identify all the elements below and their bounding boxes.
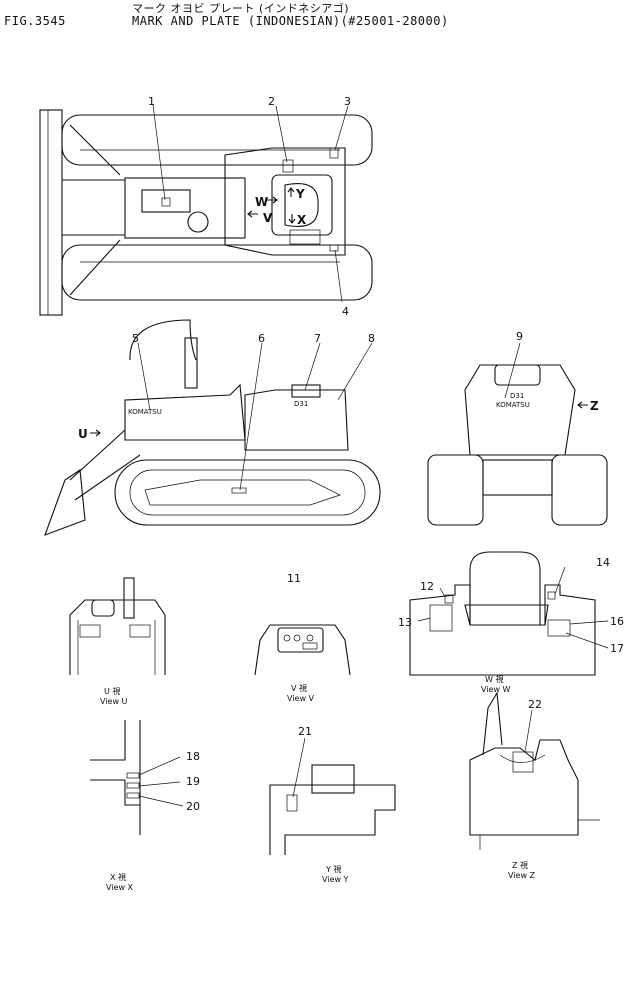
view-x-detail xyxy=(90,720,184,835)
view-x-outline xyxy=(90,720,141,835)
callout-11: 11 xyxy=(287,572,301,585)
view-y-detail xyxy=(269,737,396,855)
blade-top xyxy=(39,109,63,316)
rear-track-right xyxy=(551,454,608,526)
view-w-outline xyxy=(409,584,596,676)
mark-13-position xyxy=(429,604,453,632)
view-z-detail xyxy=(469,691,600,850)
view-y-jp: Y 視 xyxy=(325,865,341,874)
view-w-detail xyxy=(409,551,609,676)
arrow-z-label: Z xyxy=(590,399,599,413)
mark-18-position xyxy=(126,772,140,779)
mark-4-position xyxy=(329,244,339,252)
callout-2: 2 xyxy=(268,95,275,108)
mark-21-position xyxy=(286,794,298,812)
arrow-x-label: X xyxy=(297,213,307,227)
callout-16: 16 xyxy=(610,615,624,628)
arrow-w-icon xyxy=(267,196,278,204)
callout-4: 4 xyxy=(342,305,349,318)
cab-side xyxy=(244,389,349,451)
callout-6: 6 xyxy=(258,332,265,345)
view-u-en: View U xyxy=(100,697,128,706)
view-x-jp: X 視 xyxy=(110,873,126,882)
rear-model: D31 xyxy=(510,392,524,400)
rear-view: D31 KOMATSU Z xyxy=(427,342,608,526)
engine-hood-side xyxy=(124,383,246,441)
view-v-en: View V xyxy=(287,694,315,703)
callout-14: 14 xyxy=(596,556,610,569)
callout-8: 8 xyxy=(368,332,375,345)
blade-side xyxy=(44,469,86,536)
view-x-en: View X xyxy=(106,883,134,892)
rear-brand: KOMATSU xyxy=(496,401,530,409)
rear-track-left xyxy=(427,454,484,526)
callout-18: 18 xyxy=(186,750,200,763)
track-lower xyxy=(61,244,373,301)
seat-back xyxy=(469,551,541,625)
callout-17: 17 xyxy=(610,642,624,655)
view-y-outline xyxy=(269,784,396,855)
view-w-en: View W xyxy=(481,685,511,694)
arrow-z-icon xyxy=(577,401,588,409)
mark-20-position xyxy=(126,792,140,799)
mark-3-position xyxy=(329,147,339,159)
engine-hood-top xyxy=(124,177,246,239)
mark-14-position xyxy=(547,591,556,600)
filler-cap xyxy=(187,211,209,233)
arrow-v-icon xyxy=(247,210,258,218)
side-brand: KOMATSU xyxy=(128,408,162,416)
track-upper xyxy=(61,114,373,166)
title-english: MARK AND PLATE (INDONESIAN)(#25001-28000… xyxy=(132,14,449,28)
view-y-en: View Y xyxy=(322,875,349,884)
view-u-detail xyxy=(69,577,166,675)
view-v-jp: V 視 xyxy=(291,684,307,693)
view-z-jp: Z 視 xyxy=(512,861,528,870)
arrow-y-icon xyxy=(287,187,295,197)
view-u-outline xyxy=(69,599,166,675)
callout-13: 13 xyxy=(398,616,412,629)
callout-5: 5 xyxy=(132,332,139,345)
callout-19: 19 xyxy=(186,775,200,788)
callout-22: 22 xyxy=(528,698,542,711)
arrow-x-icon xyxy=(288,214,296,224)
callout-12: 12 xyxy=(420,580,434,593)
mark-22-position xyxy=(512,751,534,773)
callout-3: 3 xyxy=(344,95,351,108)
mark-16-17-position xyxy=(547,619,571,637)
title-japanese: マーク オヨビ プレート (インドネシアゴ) xyxy=(132,2,350,15)
view-w-jp: W 視 xyxy=(485,675,503,684)
mark-1-position xyxy=(161,197,171,207)
figure-code: FIG.3545 xyxy=(4,14,66,28)
rear-body xyxy=(464,364,576,456)
callout-1: 1 xyxy=(148,95,155,108)
arrow-y-label: Y xyxy=(295,187,305,201)
callout-7: 7 xyxy=(314,332,321,345)
callout-9: 9 xyxy=(516,330,523,343)
mark-6-position xyxy=(231,487,247,494)
mark-12-position xyxy=(444,594,454,604)
side-model: D31 xyxy=(294,400,308,408)
view-u-jp: U 視 xyxy=(104,687,120,696)
mark-2-position xyxy=(282,159,294,173)
view-z-en: View Z xyxy=(508,871,536,880)
callout-21: 21 xyxy=(298,725,312,738)
arrow-v-label: V xyxy=(263,211,273,225)
arrow-w-label: W xyxy=(255,195,268,209)
arrow-u-icon xyxy=(90,429,101,437)
arrow-u-label: U xyxy=(78,427,88,441)
view-y-box xyxy=(311,764,355,794)
top-view: W V Y X xyxy=(39,104,373,316)
view-z-stack xyxy=(482,691,503,756)
side-view: KOMATSU D31 U xyxy=(44,319,381,536)
mark-11-panel xyxy=(277,627,324,653)
mark-19-position xyxy=(126,782,140,789)
view-v-outline xyxy=(254,624,351,676)
view-z-outline xyxy=(469,739,579,836)
track-side xyxy=(114,459,381,526)
exhaust-stack xyxy=(129,319,197,361)
callout-20: 20 xyxy=(186,800,200,813)
view-v-detail xyxy=(254,624,351,676)
cab-top xyxy=(224,147,346,256)
